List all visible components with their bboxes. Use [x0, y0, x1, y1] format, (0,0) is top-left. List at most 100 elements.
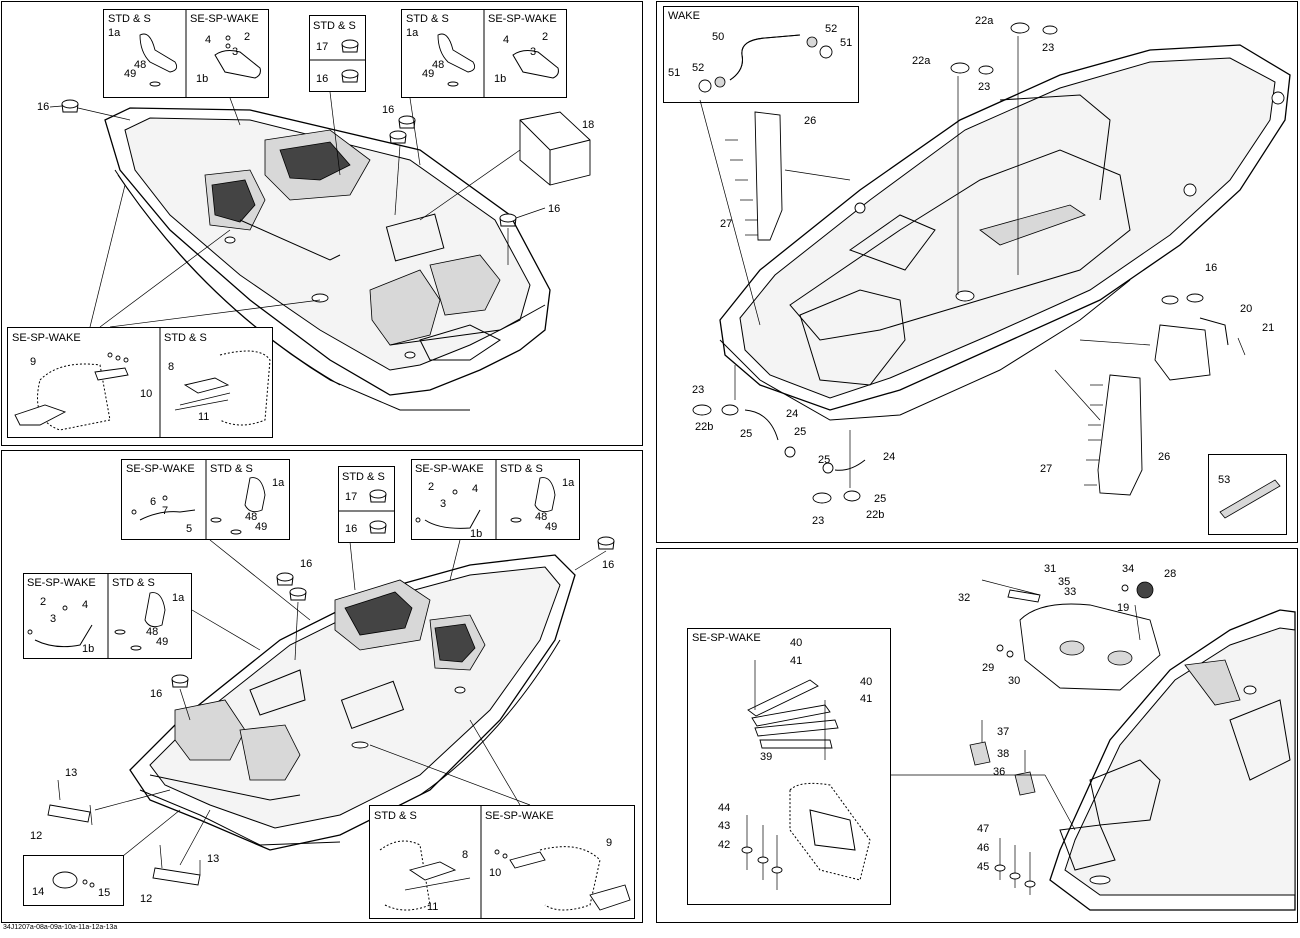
tr-wake-label-50: 50	[712, 31, 724, 43]
document-code: 34J1207a-08a-09a-10a-11a-12a-13a	[3, 924, 117, 931]
tl-box1-label-1a: 1a	[108, 27, 121, 39]
bl-box3-label-48: 48	[535, 511, 547, 523]
tl-box2-right-header: SE-SP-WAKE	[488, 13, 557, 25]
br-box-label-40-b: 40	[860, 676, 872, 688]
tr-callout-27-b: 27	[1040, 463, 1052, 475]
bl-box3-label-49: 49	[545, 521, 557, 533]
bl-box4-label-1b: 1b	[82, 643, 94, 655]
tl-callouts: 16 16 16 18	[37, 91, 594, 328]
tr-callout-23-a: 23	[1042, 42, 1054, 54]
tr-callout-26-a: 26	[804, 115, 816, 127]
br-box-label-41-b: 41	[860, 693, 872, 705]
bl-box5-label-11: 11	[427, 901, 438, 913]
br-callout-47: 47	[977, 823, 989, 835]
tr-callouts: 22a 23 22a 23 26 27 16 20 21 23 22b 25 2…	[692, 15, 1287, 535]
bl-box4-label-4: 4	[82, 599, 88, 611]
bl-callout-14: 14	[32, 886, 44, 898]
tr-callout-21: 21	[1262, 322, 1274, 334]
br-callout-29: 29	[982, 662, 994, 674]
tr-callout-16: 16	[1205, 262, 1217, 274]
bl-box4-label-49: 49	[156, 636, 168, 648]
tl-callout-16-a: 16	[37, 101, 49, 113]
bl-callout-13-a: 13	[65, 767, 77, 779]
tl-box1-right-header: SE-SP-WAKE	[190, 13, 259, 25]
tr-callout-26-b: 26	[1158, 451, 1170, 463]
bl-box5-label-9: 9	[606, 837, 612, 849]
tr-callout-23-d: 23	[812, 515, 824, 527]
bl-box4-label-2: 2	[40, 596, 46, 608]
tr-wake-label-51b: 51	[668, 67, 680, 79]
tr-callout-22a-a: 22a	[975, 15, 994, 27]
bl-box4-right-header: STD & S	[112, 577, 155, 589]
bl-box1-right-header: STD & S	[210, 463, 253, 475]
bl-box3-right-header: STD & S	[500, 463, 543, 475]
tr-callout-27-a: 27	[720, 218, 732, 230]
br-box-label-39: 39	[760, 751, 772, 763]
br-box-label-40-a: 40	[790, 637, 802, 649]
tl-box2-label-3: 3	[530, 46, 536, 58]
tl-box2-left-header: STD & S	[406, 13, 449, 25]
bl-callout-16-a: 16	[300, 558, 312, 570]
tl-box4-label-10: 10	[140, 388, 152, 400]
tr-callout-24-b: 24	[883, 451, 895, 463]
bl-box3-label-4: 4	[472, 483, 478, 495]
bl-box1-label-49: 49	[255, 521, 267, 533]
bl-box4-label-1a: 1a	[172, 592, 185, 604]
bl-box3-label-1a: 1a	[562, 477, 575, 489]
br-box-label-41-a: 41	[790, 655, 802, 667]
tl-callout-16-b: 16	[382, 104, 394, 116]
tl-box2-label-4: 4	[503, 34, 509, 46]
tr-callout-53: 53	[1218, 474, 1230, 486]
bl-callout-15: 15	[98, 887, 110, 899]
br-callout-30: 30	[1008, 675, 1020, 687]
bl-box5-right-header: SE-SP-WAKE	[485, 810, 554, 822]
bl-box3-left-header: SE-SP-WAKE	[415, 463, 484, 475]
br-callout-31: 31	[1044, 563, 1056, 575]
tl-box2-label-48: 48	[432, 59, 444, 71]
tr-callout-23-b: 23	[978, 81, 990, 93]
bl-callout-12-a: 12	[30, 830, 42, 842]
tl-box3-header: STD & S	[313, 20, 356, 32]
tl-box-4: SE-SP-WAKE STD & S 9 10 8 11	[7, 327, 273, 438]
tl-box1-label-49: 49	[124, 68, 136, 80]
tr-callout-25-d: 25	[874, 493, 886, 505]
tr-callout-25-a: 25	[740, 428, 752, 440]
bl-box-3: SE-SP-WAKE STD & S 2 3 4 1b 1a 48 49	[411, 459, 580, 540]
bl-box3-label-1b: 1b	[470, 528, 482, 540]
tl-box-3: STD & S 17 16	[309, 15, 366, 92]
bl-box-5: STD & S SE-SP-WAKE 8 11 9 10	[369, 805, 635, 919]
br-callout-35: 35	[1058, 576, 1070, 588]
tl-box1-label-3: 3	[232, 46, 238, 58]
bl-box-4: SE-SP-WAKE STD & S 2 3 4 1b 1a 48 49	[23, 573, 192, 659]
br-box: SE-SP-WAKE 40 41 40 41 39 44 43 42	[687, 628, 891, 905]
bl-box4-label-3: 3	[50, 613, 56, 625]
br-box-label-43: 43	[718, 820, 730, 832]
br-callout-32: 32	[958, 592, 970, 604]
bl-box-1: SE-SP-WAKE STD & S 6 7 5 1a 48 49	[121, 459, 290, 540]
tl-box-1: STD & S SE-SP-WAKE 1a 48 49 4 2 3 1b	[103, 9, 269, 98]
bl-box4-label-48: 48	[146, 626, 158, 638]
tr-wake-box: WAKE 50 52 51 51 52	[663, 6, 859, 103]
br-box-header: SE-SP-WAKE	[692, 632, 761, 644]
bl-callout-16-b: 16	[602, 559, 614, 571]
bl-callouts: 16 16 16 13 12 13 12 14 15	[23, 536, 615, 906]
bl-callout-16-c: 16	[150, 688, 162, 700]
br-callout-34: 34	[1122, 563, 1134, 575]
br-callout-33: 33	[1064, 586, 1076, 598]
tl-box1-label-48: 48	[134, 59, 146, 71]
bl-box1-label-1a: 1a	[272, 477, 285, 489]
tr-wake-label-52a: 52	[825, 23, 837, 35]
top-right-hull	[719, 44, 1291, 421]
bl-box2-label-16: 16	[345, 523, 357, 535]
tr-wake-header: WAKE	[668, 10, 700, 22]
tl-box1-label-4: 4	[205, 34, 211, 46]
tl-box4-left-header: SE-SP-WAKE	[12, 332, 81, 344]
tr-callout-25-b: 25	[794, 426, 806, 438]
tl-box2-label-1b: 1b	[494, 73, 506, 85]
tl-callout-18: 18	[582, 119, 594, 131]
tr-callout-22b-a: 22b	[695, 421, 713, 433]
bl-box5-left-header: STD & S	[374, 810, 417, 822]
tr-callout-20: 20	[1240, 303, 1252, 315]
bl-box5-label-10: 10	[489, 867, 501, 879]
tl-box4-label-8: 8	[168, 361, 174, 373]
